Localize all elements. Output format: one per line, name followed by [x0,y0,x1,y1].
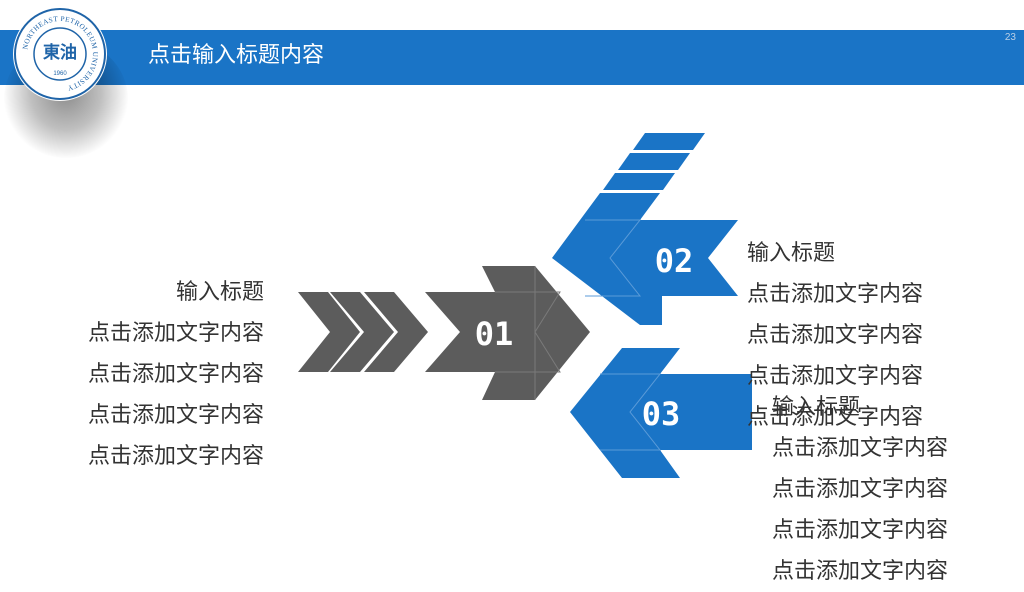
block-bottom-line: 点击添加文字内容 [772,518,949,543]
logo-outer-disc [13,7,107,101]
logo-center-glyph: 東油 [43,42,77,63]
logo-outer-ring [14,8,106,100]
chevron-01-c [364,292,428,372]
arrow-01-number: 01 [475,315,514,353]
text-block-left: 输入标题 点击添加文字内容 点击添加文字内容 点击添加文字内容 点击添加文字内容 [88,272,264,477]
arrow-03-facets [600,373,662,451]
arrow-diagram: 01 02 03 [298,133,752,478]
header-bar [0,30,1024,85]
arrow-03-number: 03 [642,395,681,433]
university-logo: NORTHEAST PETROLEUM UNIVERSITY 東油 1960 [13,7,107,101]
block-right-line: 点击添加文字内容 [747,405,924,430]
block-right-line: 点击添加文字内容 [747,282,924,307]
stripe-02-a [633,133,705,150]
arrow-02-head [552,193,738,325]
chevron-01-a [298,292,360,372]
block-bottom-line: 点击添加文字内容 [772,436,949,461]
arrow-03-body [570,348,752,478]
slide-title: 点击输入标题内容 [148,43,325,68]
block-left-line: 点击添加文字内容 [87,321,264,346]
block-right-title: 输入标题 [747,241,836,266]
block-right-line: 点击添加文字内容 [747,364,924,389]
stripe-02-c [603,173,675,190]
page-number: 23 [1004,32,1016,43]
block-left-line: 点击添加文字内容 [87,444,264,469]
arrow-02-facets [585,219,642,297]
block-left-line: 点击添加文字内容 [87,403,264,428]
text-block-right: 输入标题 点击添加文字内容 点击添加文字内容 点击添加文字内容 点击添加文字内容 [747,233,923,438]
arrow-group-01: 01 [298,266,590,400]
chevron-01-b [330,292,394,372]
block-left-line: 点击添加文字内容 [87,362,264,387]
logo-inner-ring [33,27,87,81]
stripe-02-b [618,153,690,170]
block-bottom-title: 输入标题 [772,395,861,420]
block-right-line: 点击添加文字内容 [747,323,924,348]
text-block-bottom: 输入标题 点击添加文字内容 点击添加文字内容 点击添加文字内容 点击添加文字内容 [772,387,948,592]
block-left-title: 输入标题 [175,280,264,305]
logo-year: 1960 [53,71,67,77]
arrow-group-02: 02 [552,133,738,325]
arrow-group-03: 03 [570,348,752,478]
arrow-02-number: 02 [655,242,694,280]
block-bottom-line: 点击添加文字内容 [772,559,949,584]
arrow-01-head [425,266,590,400]
block-bottom-line: 点击添加文字内容 [772,477,949,502]
